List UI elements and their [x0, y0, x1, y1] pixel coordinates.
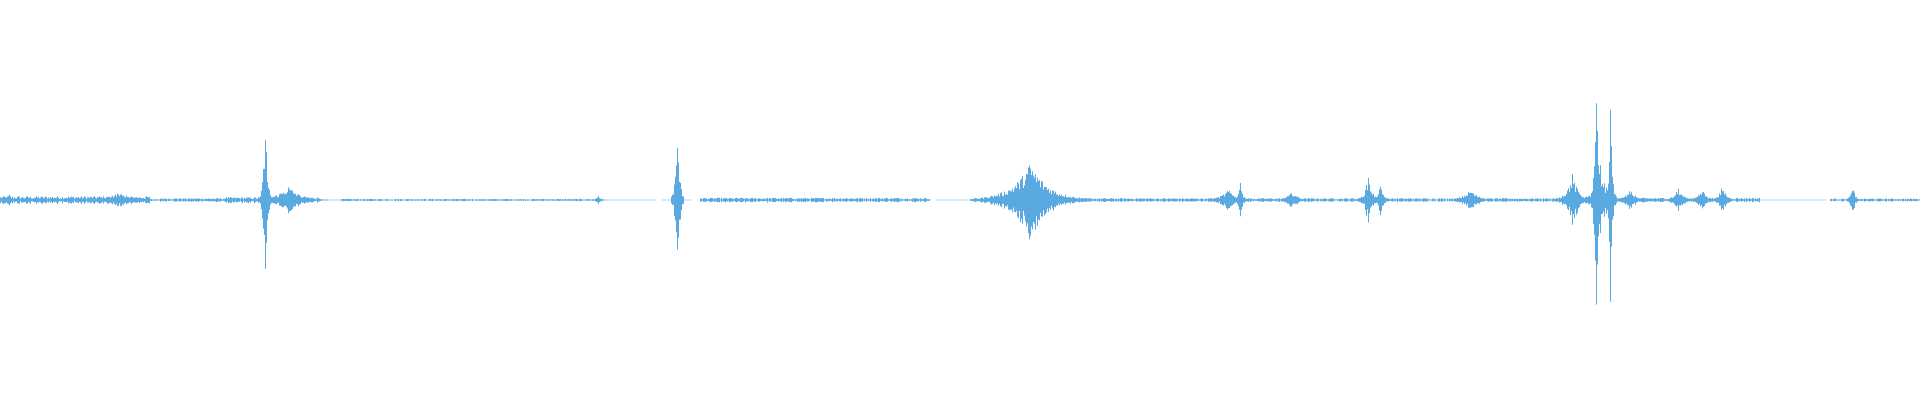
- waveform-path: [0, 103, 1920, 305]
- waveform-samples: [0, 103, 1920, 305]
